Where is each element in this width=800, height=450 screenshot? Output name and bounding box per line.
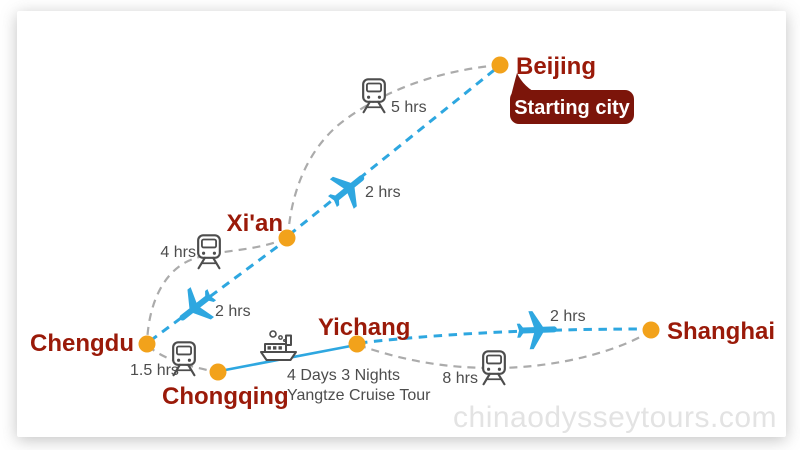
duration-xian-chengdu-rail: 4 hrs <box>160 244 196 261</box>
ship-icon <box>260 330 297 361</box>
duration-yichang-shanghai-flight: 2 hrs <box>550 308 586 325</box>
chengdu-dot <box>138 335 156 353</box>
starting-city-badge: Starting city <box>510 73 634 124</box>
route-beijing-xian-flight <box>288 65 499 237</box>
yichang-dot <box>348 335 366 353</box>
badge-background <box>510 90 634 124</box>
route-xian-chengdu-rail <box>145 236 288 344</box>
duration-chengdu-chongqing-rail: 1.5 hrs <box>130 362 179 379</box>
route-xian-chengdu-flight <box>149 239 286 343</box>
duration-beijing-xian-flight: 2 hrs <box>365 184 401 201</box>
duration-xian-chengdu-flight: 2 hrs <box>215 303 251 320</box>
duration-yichang-shanghai-rail: 8 hrs <box>442 370 478 387</box>
city-label-shanghai: Shanghai <box>667 318 775 345</box>
city-label-chongqing: Chongqing <box>162 383 289 410</box>
route-yichang-shanghai-rail <box>357 331 650 370</box>
train-icon <box>197 234 221 270</box>
xian-dot <box>278 229 296 247</box>
city-label-xian: Xi'an <box>227 210 283 237</box>
city-label-chengdu: Chengdu <box>30 330 134 357</box>
route-yichang-shanghai-flight <box>358 327 650 345</box>
cruise-label-line1: 4 Days 3 Nights <box>287 367 400 384</box>
cruise-label-line2: Yangtze Cruise Tour <box>287 387 431 404</box>
route-beijing-xian-rail <box>286 63 501 237</box>
city-label-beijing: Beijing <box>516 53 596 80</box>
chongqing-dot <box>209 363 227 381</box>
beijing-dot <box>491 56 509 74</box>
train-icon <box>362 78 386 114</box>
watermark-text: chinaodysseytours.com <box>453 401 777 434</box>
city-label-yichang: Yichang <box>318 314 410 341</box>
badge-label: Starting city <box>514 97 630 119</box>
duration-beijing-xian-rail: 5 hrs <box>391 99 427 116</box>
shanghai-dot <box>642 321 660 339</box>
train-icon <box>482 350 506 386</box>
map-canvas <box>17 11 786 437</box>
